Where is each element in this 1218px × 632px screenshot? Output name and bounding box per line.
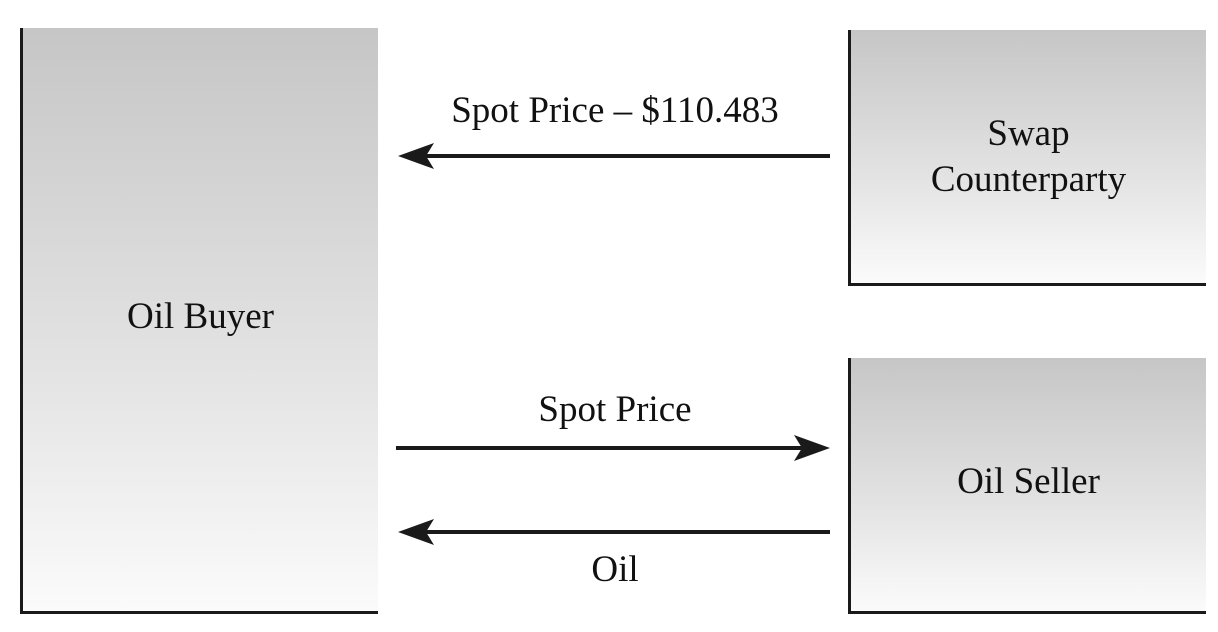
arrow-seller-to-buyer <box>398 519 830 545</box>
oil-buyer-label: Oil Buyer <box>127 295 274 337</box>
swap-counterparty-label: Swap Counterparty <box>930 112 1127 200</box>
spot-price-payment-label: Spot Price <box>538 389 692 430</box>
arrow-buyer-to-seller <box>396 435 830 461</box>
oil-buyer-box: Oil Buyer <box>20 28 378 614</box>
swap-counterparty-box: Swap Counterparty <box>848 30 1206 286</box>
swap-payment-label: Spot Price – $110.483 <box>451 90 779 131</box>
oil-seller-label: Oil Seller <box>957 460 1100 502</box>
oil-seller-box: Oil Seller <box>848 358 1206 614</box>
arrow-counterparty-to-buyer <box>398 143 830 169</box>
oil-delivery-label: Oil <box>591 549 639 590</box>
